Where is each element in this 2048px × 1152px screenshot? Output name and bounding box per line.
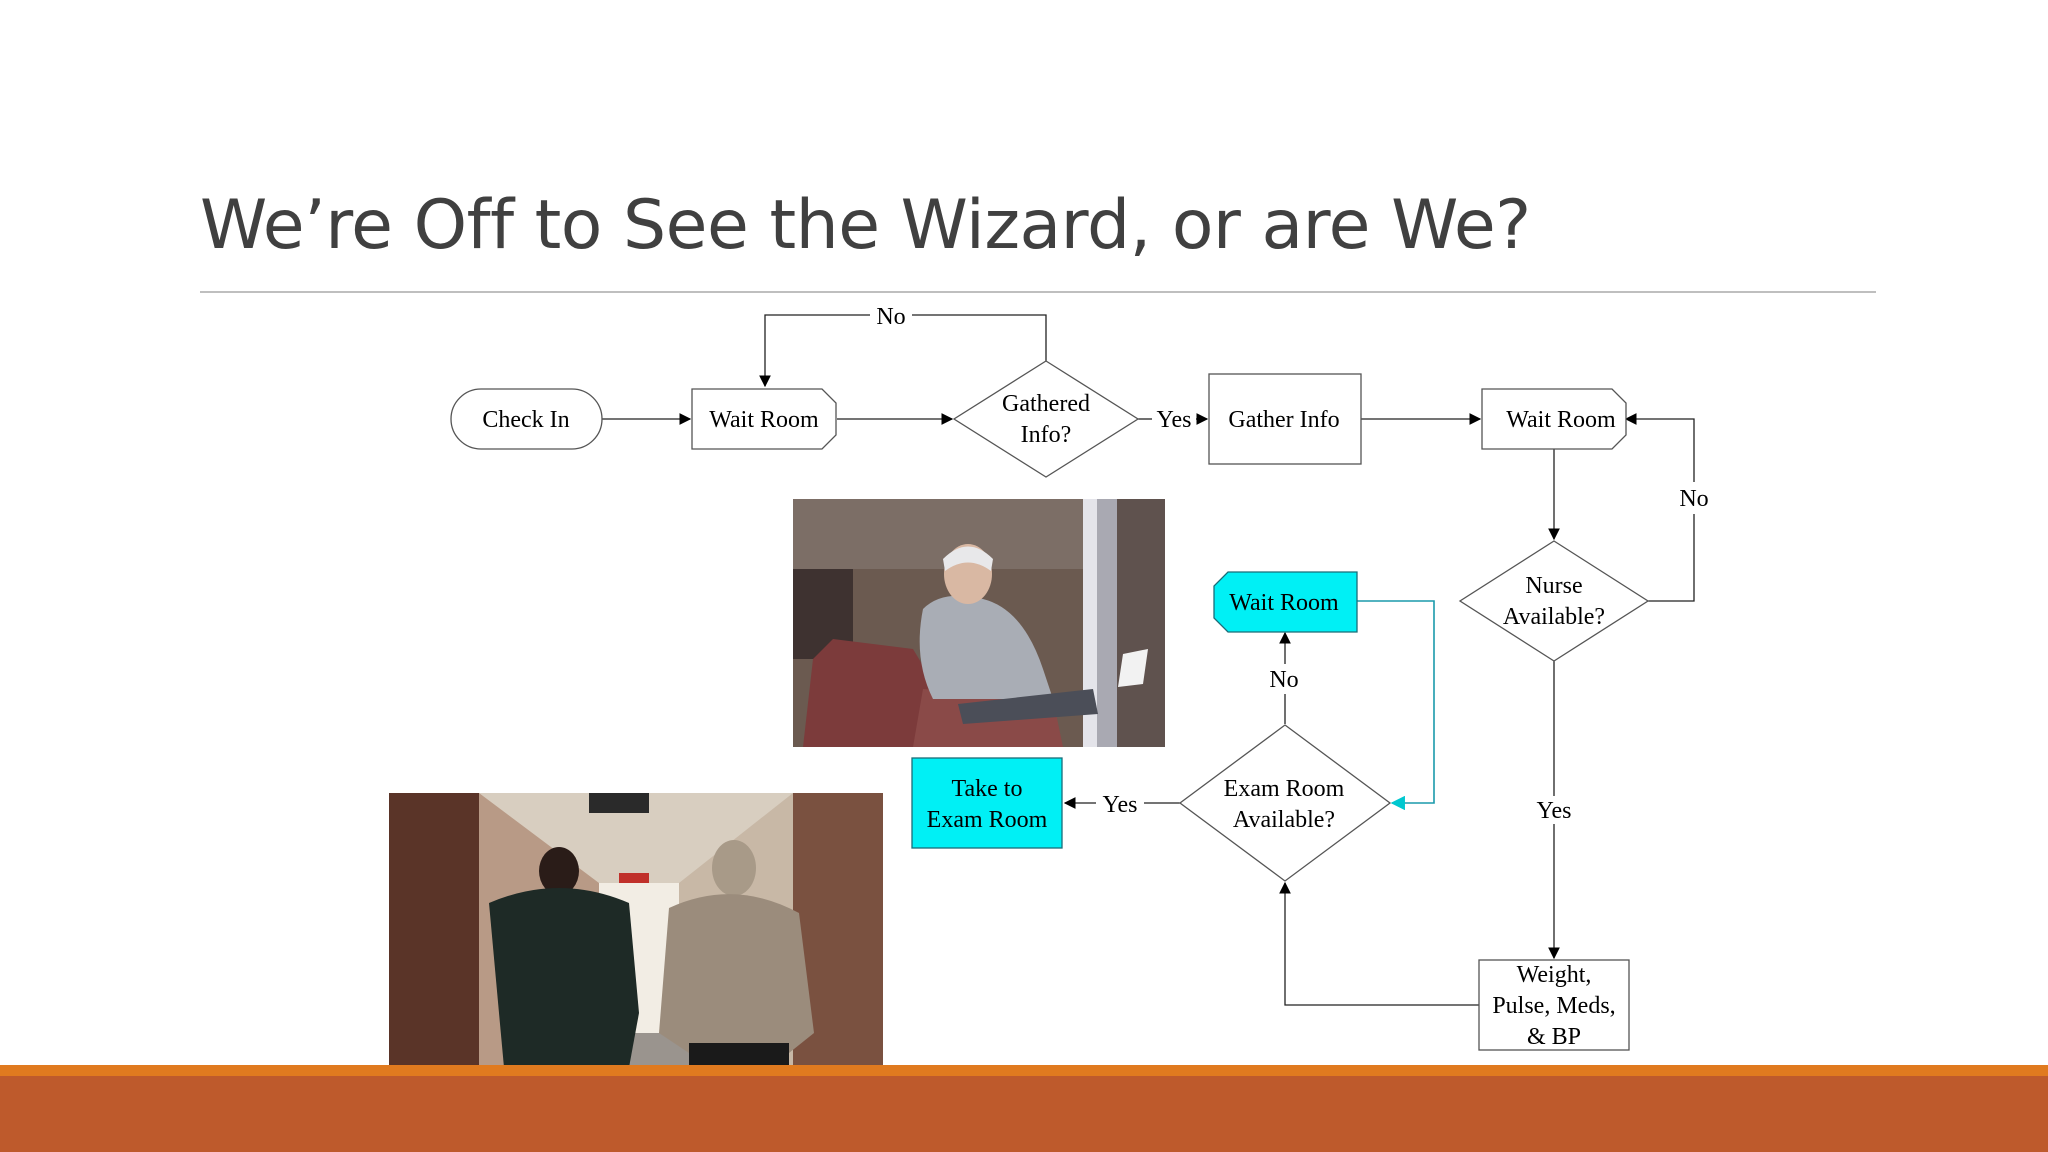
edge-label-nurse-no: No (1679, 486, 1708, 512)
edge-gathered-no-right (912, 314, 1047, 361)
photo-hallway-escort (389, 793, 883, 1122)
edge-label-exam-yes: Yes (1103, 792, 1138, 818)
node-wait-room-2 (1481, 388, 1627, 450)
photo-waiting-patient (793, 499, 1165, 747)
node-wait-room-1 (691, 388, 837, 450)
title-divider (200, 291, 1876, 293)
edge-label-exam-no: No (1269, 667, 1298, 693)
label-wait-room-3: Wait Room (1229, 590, 1339, 616)
footer-band (0, 1076, 2048, 1152)
edge-gathered-no-left (759, 314, 870, 388)
label-wait-room-1: Wait Room (709, 407, 819, 433)
label-gathered-info-l1: Gathered (1002, 391, 1090, 417)
label-gathered-info-l2: Info? (1021, 422, 1072, 448)
label-check-in: Check In (482, 407, 569, 433)
hallway-scene (389, 793, 883, 1122)
flowchart-labels: Check In Wait Room Gathered Info? Gather… (482, 304, 1708, 1050)
edge-label-gathered-yes: Yes (1157, 407, 1192, 433)
label-vitals-l2: Pulse, Meds, (1492, 993, 1615, 1019)
flowchart-connectors (602, 314, 1695, 1006)
edge-label-gathered-no: No (876, 304, 905, 330)
label-take-to-exam-l2: Exam Room (927, 807, 1048, 833)
label-exam-room-l1: Exam Room (1224, 776, 1345, 802)
edge-nurse-no-bottom (1648, 514, 1695, 602)
label-exam-room-l2: Available? (1233, 807, 1335, 833)
waiting-room-scene (793, 499, 1165, 747)
node-check-in (450, 388, 603, 450)
node-exam-room-available (1178, 724, 1392, 882)
label-vitals-l3: & BP (1527, 1024, 1581, 1050)
edge-vitals-to-exam (1279, 881, 1479, 1006)
edge-nurse-no-top (1624, 413, 1695, 482)
slide-title: We’re Off to See the Wizard, or are We? (200, 186, 1531, 265)
node-gathered-info (952, 360, 1140, 478)
label-take-to-exam-l1: Take to (952, 776, 1023, 802)
edge-label-nurse-yes: Yes (1537, 798, 1572, 824)
label-vitals-l1: Weight, (1517, 962, 1592, 988)
edge-waitroom-return-to-exam (1357, 600, 1435, 811)
label-gather-info: Gather Info (1228, 407, 1339, 433)
node-nurse-available (1458, 540, 1650, 662)
label-wait-room-2: Wait Room (1506, 407, 1616, 433)
flowchart-shapes (450, 360, 1650, 1051)
node-wait-room-3 (1213, 571, 1358, 633)
node-vitals (1478, 959, 1630, 1051)
footer-accent-stripe (0, 1065, 2048, 1076)
label-nurse-available-l2: Available? (1503, 604, 1605, 630)
node-take-to-exam (911, 757, 1063, 849)
label-nurse-available-l1: Nurse (1525, 573, 1582, 599)
node-gather-info (1208, 373, 1362, 465)
